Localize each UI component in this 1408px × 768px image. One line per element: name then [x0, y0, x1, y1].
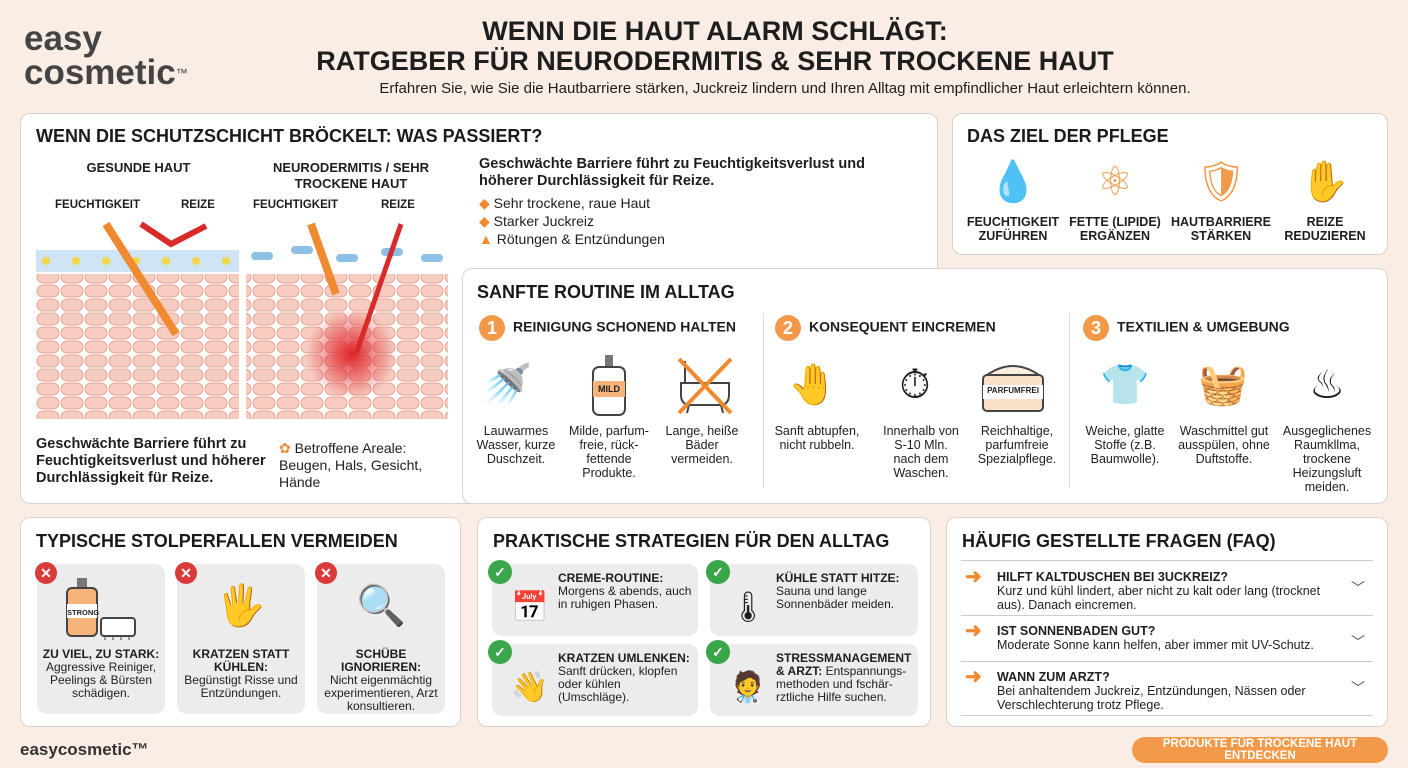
mild-soap-icon — [592, 355, 626, 416]
arrow-icon: ➜ — [965, 666, 982, 688]
hand-stop-icon: ✋ — [1300, 160, 1350, 204]
magnifier-warning-icon: 🔍 — [356, 584, 406, 628]
error-icon: ✕ — [35, 562, 57, 584]
symptom-item: ◆ Starker Juckreiz — [479, 213, 595, 229]
faq-item[interactable]: ➜ WANN ZUM ARZT?Bei anhaltendem Juckreiz… — [961, 662, 1373, 716]
strategy-tile: 🧑‍⚕️ STRESSMANAGEMENT & ARZT: Entspannun… — [710, 644, 918, 716]
strong-cleaner-icon — [66, 578, 136, 640]
divider — [1069, 313, 1070, 488]
pitfall-tile: STRONG ZU VIEL, ZU STARK:Aggressive Rein… — [37, 564, 165, 714]
humidifier-icon: ♨ — [1309, 363, 1345, 407]
error-icon: ✕ — [315, 562, 337, 584]
mild-label: MILD — [598, 384, 620, 394]
droplet-plus-icon: 💧 — [988, 160, 1038, 204]
scratching-hand-icon: 🖐 — [216, 584, 266, 628]
symptom-item: ▲ Rötungen & Entzündungen — [479, 231, 665, 247]
symptom-list: ◆ Sehr trockene, raue Haut ◆ Starker Juc… — [479, 194, 665, 248]
towel-hand-icon: 🤚 — [788, 363, 838, 407]
strategies-card: PRAKTISCHE STRATEGIEN FÜR DEN ALLTAG 📅 C… — [477, 517, 931, 727]
symptom-item: ◆ Sehr trockene, raue Haut — [479, 195, 651, 211]
chevron-down-icon[interactable]: ﹀ — [1351, 680, 1365, 696]
pitfalls-card: TYPISCHE STOLPERFALLEN VERMEIDEN STRONG … — [20, 517, 461, 727]
skin-diagram — [36, 221, 448, 419]
faq-item[interactable]: ➜ HILFT KALTDUSCHEN BEI 3UCKREIZ?Kurz un… — [961, 562, 1373, 616]
strategy-tile: 👋 KRATZEN UMLENKEN: Sanft drücken, klopf… — [492, 644, 698, 716]
brand-logo: easy cosmetic™ — [24, 19, 188, 92]
affected-areas: ✿ Betroffene Areale: Beugen, Hals, Gesic… — [279, 440, 423, 490]
shield-icon: 🛡 — [1195, 160, 1247, 204]
chevron-down-icon[interactable]: ﹀ — [1351, 634, 1365, 650]
chevron-down-icon[interactable]: ﹀ — [1351, 580, 1365, 596]
check-icon: ✓ — [488, 560, 512, 584]
faq-card: HÄUFIG GESTELLTE FRAGEN (FAQ) ➜ HILFT KA… — [946, 517, 1388, 727]
strong-label: STRONG — [67, 608, 100, 617]
stopwatch-icon: ⏱ — [899, 363, 931, 407]
strategy-tile: 🌡 KÜHLE STATT HITZE: Sauna und lange Son… — [710, 564, 918, 636]
parfumfrei-label: PARFUMFREI — [987, 386, 1039, 395]
check-icon: ✓ — [706, 560, 730, 584]
care-goal-card: DAS ZIEL DER PFLEGE 💧 ⚛ 🛡 ✋ FEUCHTIGKEIT… — [952, 113, 1388, 255]
tshirt-icon: 👕 — [1100, 363, 1150, 407]
discover-products-button[interactable]: PRODUKTE FÜR TROCKENE HAUT ENTDECKEN — [1132, 737, 1388, 763]
no-bath-icon — [677, 357, 733, 415]
footer-logo: easycosmetic™ — [20, 740, 149, 759]
strategy-tile: 📅 CREME-ROUTINE: Morgens & abends, auch … — [492, 564, 698, 636]
page-title: WENN DIE HAUT ALARM SCHLÄGT: RATGEBER FÜ… — [316, 16, 1114, 76]
check-icon: ✓ — [488, 640, 512, 664]
cream-jar-icon — [982, 365, 1044, 412]
thermometer-fan-icon: 🌡 — [728, 591, 768, 624]
pitfall-tile: 🔍 SCHÜBE IGNORIEREN:Nicht eigenmächtig e… — [317, 564, 445, 714]
patting-hand-icon: 👋 — [511, 671, 549, 704]
arrow-icon: ➜ — [965, 620, 982, 642]
arrow-icon: ➜ — [965, 566, 982, 588]
divider — [763, 313, 764, 488]
check-icon: ✓ — [706, 640, 730, 664]
washing-machine-icon: 🧺 — [1198, 363, 1248, 407]
pitfall-tile: 🖐 KRATZEN STATT KÜHLEN:Begünstigt Risse … — [177, 564, 305, 714]
error-icon: ✕ — [175, 562, 197, 584]
shower-icon: 🚿 — [482, 363, 532, 407]
lipid-icon: ⚛ — [1097, 160, 1133, 204]
calendar-cream-icon: 📅 — [511, 591, 549, 624]
faq-item[interactable]: ➜ IST SONNENBADEN GUT?Moderate Sonne kan… — [961, 616, 1373, 662]
doctor-icon: 🧑‍⚕️ — [729, 671, 767, 704]
page-subtitle: Erfahren Sie, wie Sie die Hautbarriere s… — [379, 80, 1191, 97]
